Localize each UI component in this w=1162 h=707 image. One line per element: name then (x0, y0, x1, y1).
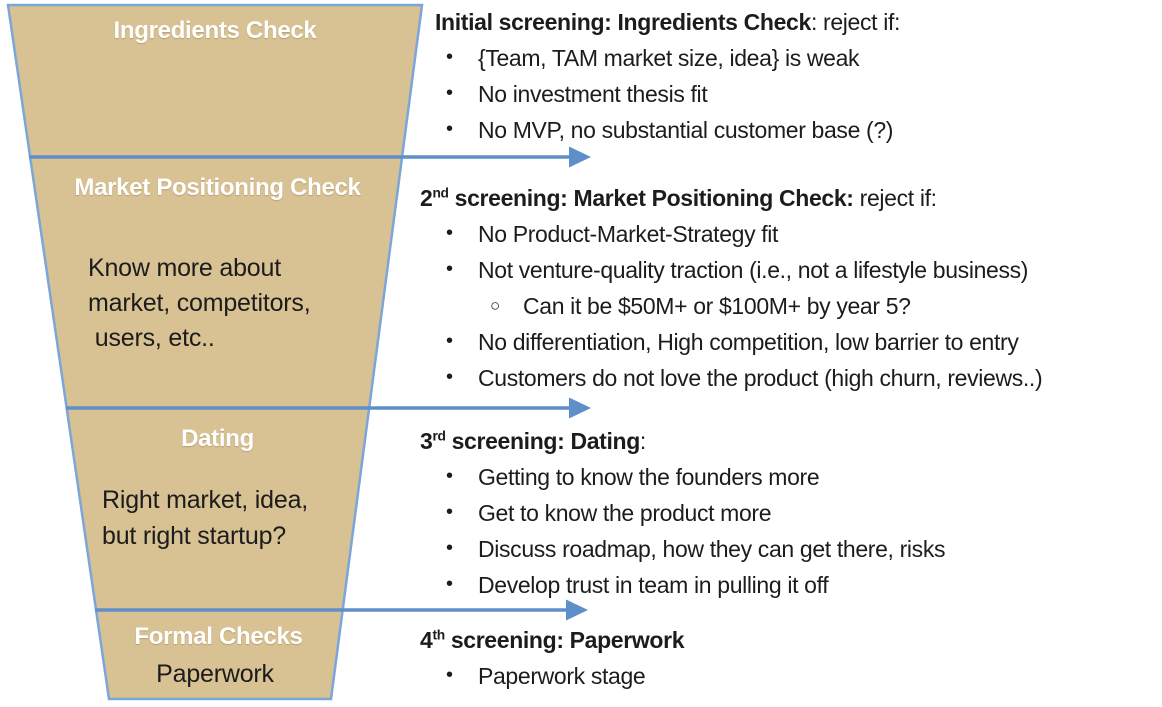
bullet-text: Develop trust in team in pulling it off (478, 572, 829, 598)
bullet-icon: • (446, 258, 453, 280)
bullet-icon: • (446, 465, 453, 487)
bullet-text: Customers do not love the product (high … (478, 365, 1043, 391)
bullet-item: • No differentiation, High competition, … (420, 324, 1162, 360)
bullet-icon: • (446, 82, 453, 104)
bullet-icon: • (446, 366, 453, 388)
section-heading: 2nd screening: Market Positioning Check:… (420, 180, 1162, 216)
arrowhead-icon-2 (569, 397, 591, 419)
section-heading: 4th screening: Paperwork (420, 622, 1162, 658)
bullet-icon: • (446, 573, 453, 595)
funnel-stage-title-formal-checks: Formal Checks (134, 623, 303, 650)
bullet-text: No differentiation, High competition, lo… (478, 329, 1019, 355)
sub-bullet-item: ○ Can it be $50M+ or $100M+ by year 5? (420, 288, 1162, 324)
section-heading: 3rd screening: Dating: (420, 423, 1162, 459)
bullet-item: • Getting to know the founders more (420, 459, 1162, 495)
bullet-text: Get to know the product more (478, 500, 772, 526)
bullet-icon: • (446, 537, 453, 559)
bullet-text: Discuss roadmap, how they can get there,… (478, 536, 946, 562)
screening-section-paperwork: 4th screening: Paperwork • Paperwork sta… (420, 622, 1162, 694)
funnel-stage-title-market-positioning: Market Positioning Check (74, 174, 361, 201)
bullet-item: • {Team, TAM market size, idea} is weak (420, 40, 1162, 76)
heading-rest: : (639, 428, 646, 454)
bullet-item: • Develop trust in team in pulling it of… (420, 567, 1162, 603)
note-line: users, etc.. (88, 324, 215, 352)
ordinal-suffix: rd (432, 428, 446, 444)
screening-section-initial: Initial screening: Ingredients Check: re… (420, 4, 1162, 148)
screening-section-dating: 3rd screening: Dating: • Getting to know… (420, 423, 1162, 603)
bullet-text: Paperwork stage (478, 663, 646, 689)
arrowhead-icon-1 (569, 146, 591, 168)
bullet-text: No Product-Market-Strategy fit (478, 221, 779, 247)
funnel-body (6, 3, 424, 701)
heading-bold: Initial screening: Ingredients Check (435, 9, 811, 35)
funnel-stage-title-dating: Dating (181, 425, 254, 452)
funnel-stage-note-market: Know more about market, competitors, use… (88, 251, 311, 356)
bullet-text: No investment thesis fit (478, 81, 708, 107)
bullet-text: Not venture-quality traction (i.e., not … (478, 257, 1029, 283)
bullet-item: • Discuss roadmap, how they can get ther… (420, 531, 1162, 567)
bullet-text: Can it be $50M+ or $100M+ by year 5? (523, 293, 911, 319)
funnel-stage-note-paperwork: Paperwork (70, 657, 360, 692)
heading-bold: 2nd screening: Market Positioning Check: (420, 185, 854, 211)
bullet-text: Getting to know the founders more (478, 464, 820, 490)
note-line: Know more about (88, 254, 281, 282)
heading-bold: 3rd screening: Dating (420, 428, 640, 454)
bullet-text: {Team, TAM market size, idea} is weak (478, 45, 860, 71)
heading-rest: : reject if: (810, 9, 901, 35)
bullet-icon: • (446, 501, 453, 523)
sub-bullet-icon: ○ (490, 296, 500, 315)
bullet-text: No MVP, no substantial customer base (?) (478, 117, 894, 143)
bullet-item: • Get to know the product more (420, 495, 1162, 531)
bullet-icon: • (446, 118, 453, 140)
bullet-item: • Paperwork stage (420, 658, 1162, 694)
note-line: but right startup? (102, 522, 287, 550)
bullet-item: • Not venture-quality traction (i.e., no… (420, 252, 1162, 288)
note-line: Paperwork (156, 660, 274, 688)
ordinal-suffix: th (432, 627, 445, 643)
screening-section-market-positioning: 2nd screening: Market Positioning Check:… (420, 180, 1162, 396)
funnel-stage-note-dating: Right market, idea, but right startup? (102, 482, 308, 554)
bullet-icon: • (446, 664, 453, 686)
bullet-icon: • (446, 46, 453, 68)
arrowhead-icon-3 (566, 599, 588, 621)
section-heading: Initial screening: Ingredients Check: re… (435, 4, 1162, 40)
bullet-icon: • (446, 222, 453, 244)
heading-rest: reject if: (853, 185, 937, 211)
bullet-item: • No MVP, no substantial customer base (… (420, 112, 1162, 148)
bullet-item: • No Product-Market-Strategy fit (420, 216, 1162, 252)
bullet-item: • No investment thesis fit (420, 76, 1162, 112)
funnel-stage-title-ingredients: Ingredients Check (113, 17, 317, 44)
note-line: Right market, idea, (102, 486, 309, 514)
note-line: market, competitors, (88, 289, 311, 317)
bullet-item: • Customers do not love the product (hig… (420, 360, 1162, 396)
bullet-icon: • (446, 330, 453, 352)
ordinal-suffix: nd (432, 185, 449, 201)
heading-bold: 4th screening: Paperwork (420, 627, 685, 653)
